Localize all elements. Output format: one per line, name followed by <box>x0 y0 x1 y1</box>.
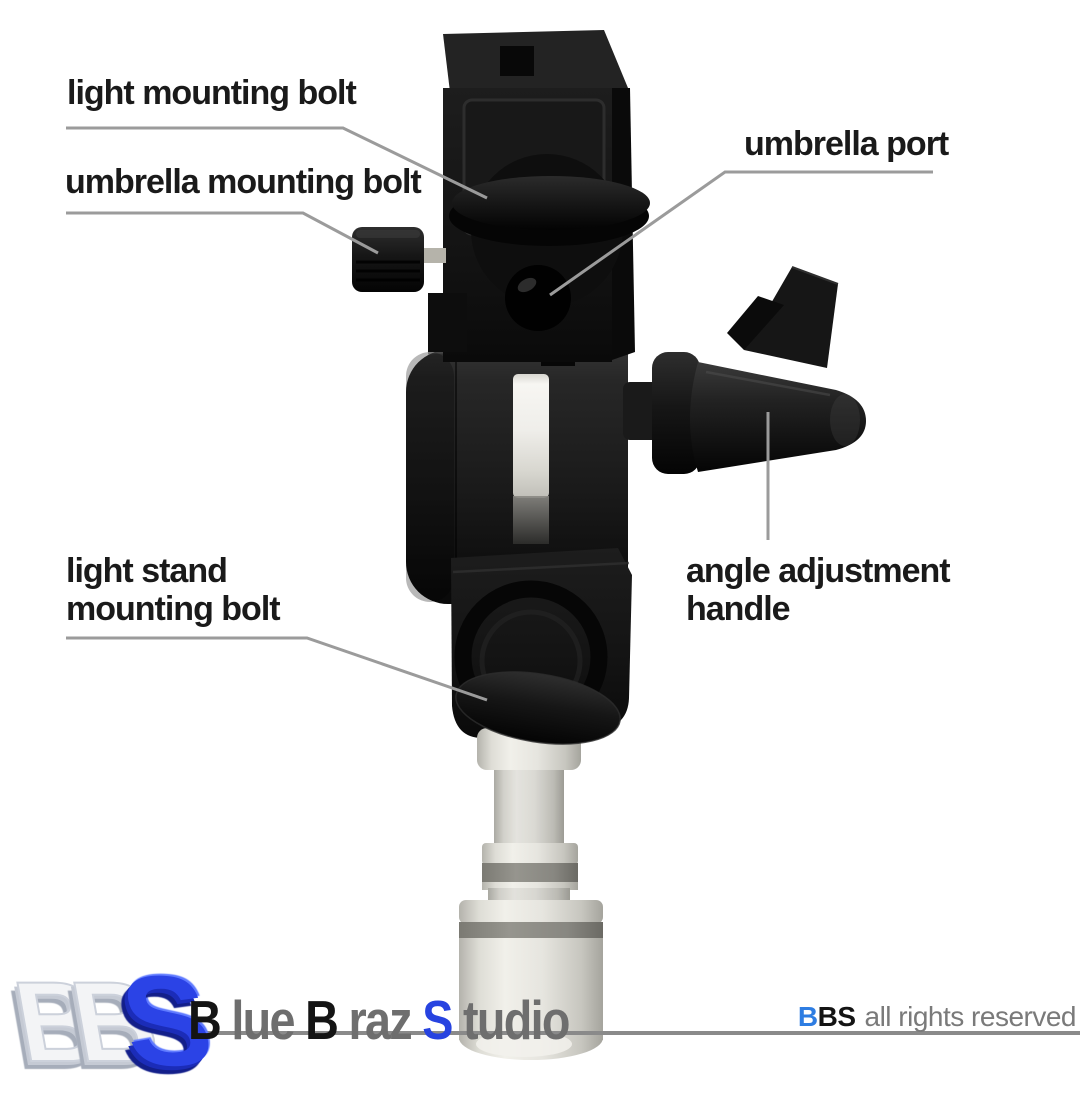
rights-part: B <box>797 1001 818 1032</box>
leader-light-mounting-bolt <box>66 126 488 200</box>
handle-wing <box>727 266 839 368</box>
wordmark-part: lue <box>231 989 295 1051</box>
rights-part: all rights reserved <box>864 1001 1077 1032</box>
label-umbrella-port: umbrella port <box>744 125 949 163</box>
label-light-stand-mounting-bolt: light stand mounting bolt <box>66 552 281 628</box>
wordmark-part: B <box>305 989 339 1051</box>
angle-adjustment-handle-knob <box>623 266 866 474</box>
label-text: light stand <box>66 552 228 590</box>
light-stand-mounting-bolt-knob <box>455 671 621 745</box>
wordmark-part: tudio <box>463 989 570 1051</box>
leader-umbrella-mounting-bolt <box>66 211 379 255</box>
label-angle-adjustment-handle: angle adjustment handle <box>686 552 951 628</box>
label-text: umbrella port <box>744 125 949 163</box>
leader-umbrella-port <box>549 170 933 297</box>
label-text: light mounting bolt <box>67 74 357 112</box>
umbrella-shaft-slot <box>513 374 549 544</box>
wordmark-part: S <box>422 989 453 1051</box>
rights-part: BS <box>817 1001 856 1032</box>
rights-reserved-text: BBS all rights reserved <box>797 1001 1077 1033</box>
leader-light-stand-mounting-bolt <box>66 636 488 702</box>
label-umbrella-mounting-bolt: umbrella mounting bolt <box>65 163 422 201</box>
label-text: angle adjustment <box>686 552 951 590</box>
light-stand-spigot <box>459 724 603 1060</box>
bluebrazstudio-wordmark: B lue B raz S tudio <box>188 988 570 1052</box>
top-mount-block <box>428 30 650 362</box>
brand-underline <box>190 1031 1080 1035</box>
light-mounting-bolt-knob <box>449 176 650 246</box>
label-text: umbrella mounting bolt <box>65 163 422 201</box>
label-text: mounting bolt <box>66 590 281 628</box>
wordmark-part: B <box>188 989 222 1051</box>
label-light-mounting-bolt: light mounting bolt <box>67 74 357 112</box>
label-text: handle <box>686 590 791 628</box>
umbrella-port-hole <box>505 265 571 331</box>
umbrella-mounting-bolt-knob <box>352 227 446 292</box>
wordmark-part: raz <box>348 989 412 1051</box>
